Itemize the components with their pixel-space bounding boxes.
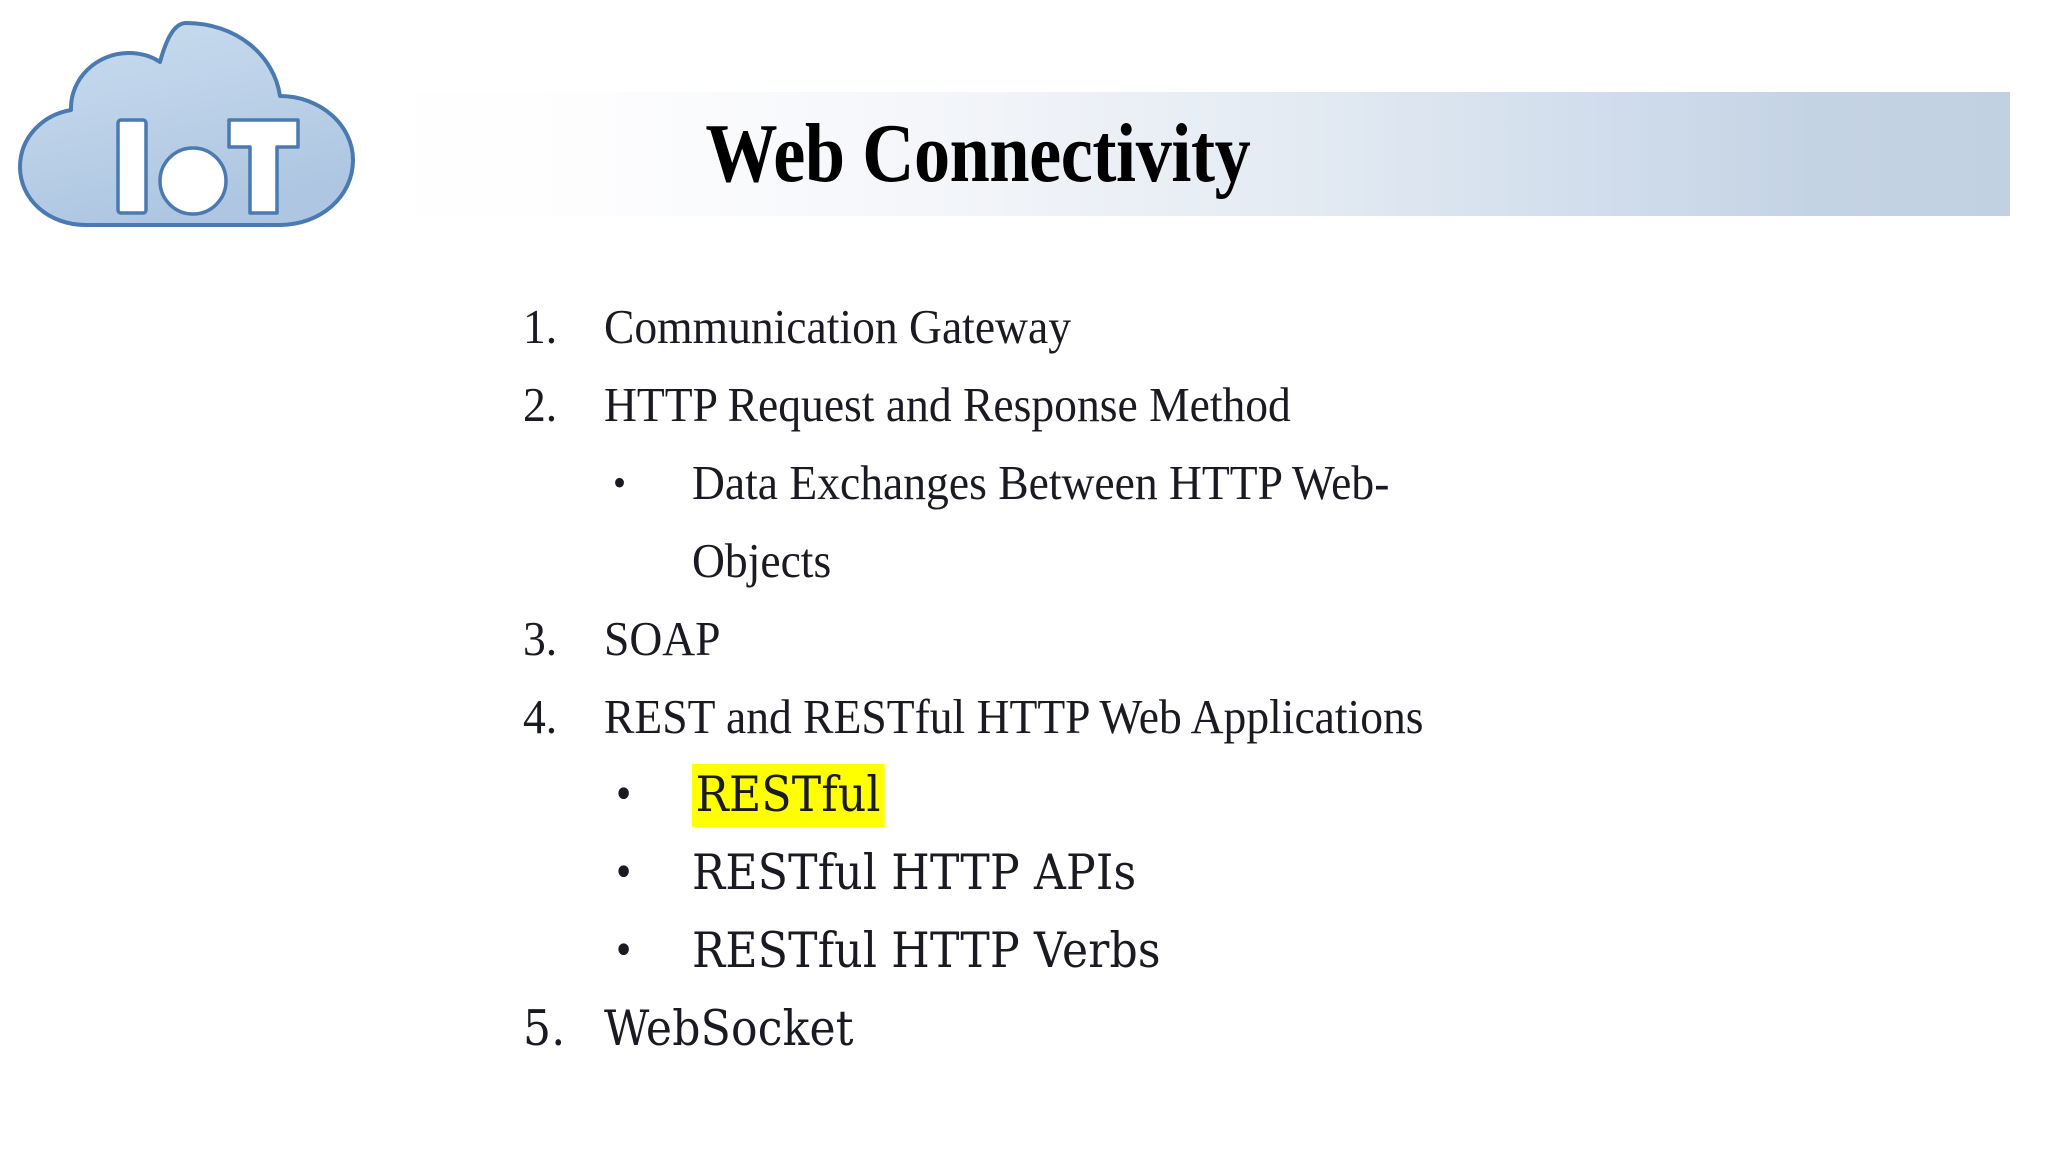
highlight-span: RESTful bbox=[692, 764, 885, 827]
list-item-label: Communication Gateway bbox=[604, 299, 1071, 354]
list-marker: 2. bbox=[523, 377, 558, 432]
list-item-label: Data Exchanges Between HTTP Web- bbox=[692, 455, 1390, 510]
bullet-icon: • bbox=[613, 772, 635, 818]
title-banner bbox=[370, 92, 2010, 216]
page-title: Web Connectivity bbox=[705, 107, 1251, 200]
list-marker: 4. bbox=[523, 689, 558, 744]
iot-cloud-logo bbox=[8, 8, 388, 258]
iot-letter-I bbox=[116, 118, 148, 215]
list-item-continuation: Objects bbox=[0, 522, 2048, 600]
list-item[interactable]: 1. Communication Gateway bbox=[0, 288, 2048, 366]
bullet-icon: • bbox=[613, 850, 635, 896]
list-item-label-highlighted: RESTful bbox=[692, 756, 885, 834]
list-item-label: WebSocket bbox=[604, 1000, 854, 1057]
list-item-label: RESTful HTTP APIs bbox=[692, 844, 1137, 901]
list-marker: 5. bbox=[523, 1000, 566, 1057]
list-item[interactable]: • RESTful HTTP APIs bbox=[0, 834, 2048, 912]
list-item-label: REST and RESTful HTTP Web Applications bbox=[604, 689, 1424, 744]
list-marker: 3. bbox=[523, 611, 558, 666]
list-item-label: HTTP Request and Response Method bbox=[604, 377, 1291, 432]
list-marker: 1. bbox=[523, 299, 558, 354]
list-item[interactable]: 5. WebSocket bbox=[0, 990, 2048, 1068]
bullet-icon: • bbox=[613, 928, 635, 974]
list-item[interactable]: • RESTful HTTP Verbs bbox=[0, 912, 2048, 990]
list-item[interactable]: • RESTful bbox=[0, 756, 2048, 834]
list-item[interactable]: 2. HTTP Request and Response Method bbox=[0, 366, 2048, 444]
list-item[interactable]: 3. SOAP bbox=[0, 600, 2048, 678]
list-item-label: RESTful HTTP Verbs bbox=[692, 922, 1161, 979]
outline-list: 1. Communication Gateway 2. HTTP Request… bbox=[0, 288, 2048, 1068]
list-item[interactable]: • Data Exchanges Between HTTP Web- bbox=[0, 444, 2048, 522]
list-item-label: SOAP bbox=[604, 611, 721, 666]
bullet-icon: • bbox=[613, 460, 627, 505]
list-item-label: Objects bbox=[692, 533, 832, 588]
iot-letter-T bbox=[227, 118, 300, 215]
iot-letter-o bbox=[158, 146, 228, 216]
list-item[interactable]: 4. REST and RESTful HTTP Web Application… bbox=[0, 678, 2048, 756]
